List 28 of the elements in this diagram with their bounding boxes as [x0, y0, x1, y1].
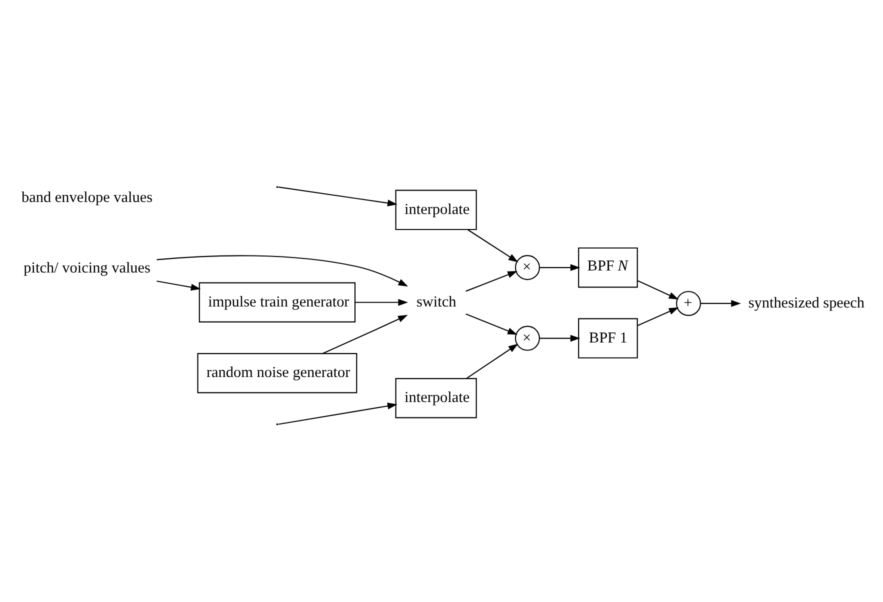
label: band envelope values: [22, 188, 153, 206]
arrow: [322, 314, 408, 354]
arrow: [539, 334, 580, 342]
arrow: [468, 228, 518, 262]
arrow: [638, 280, 679, 299]
arrow: [156, 280, 201, 290]
node-box: random noise generator: [197, 352, 358, 393]
arrow: [156, 254, 408, 286]
arrow: [355, 298, 408, 306]
node-box: interpolate: [395, 189, 477, 230]
arrow: [539, 264, 580, 270]
arrow: [278, 186, 398, 206]
node-text: pitch/ voicing values: [24, 259, 150, 276]
arrow: [466, 312, 518, 334]
arrow: [466, 343, 518, 378]
arrow: [466, 270, 518, 292]
node-circle: ×: [514, 325, 540, 350]
node-box: interpolate: [395, 378, 477, 418]
node-box: BPF N: [578, 246, 638, 288]
arrow: [278, 402, 398, 424]
arrow: [638, 306, 679, 326]
node-box: impulse train generator: [198, 282, 356, 322]
node-circle: ×: [514, 254, 540, 280]
node-text: switch: [416, 292, 456, 310]
arrow: [700, 300, 741, 306]
node-text: synthesized speech: [748, 294, 865, 312]
node-circle: +: [676, 290, 701, 316]
node-box: BPF 1: [578, 318, 638, 358]
